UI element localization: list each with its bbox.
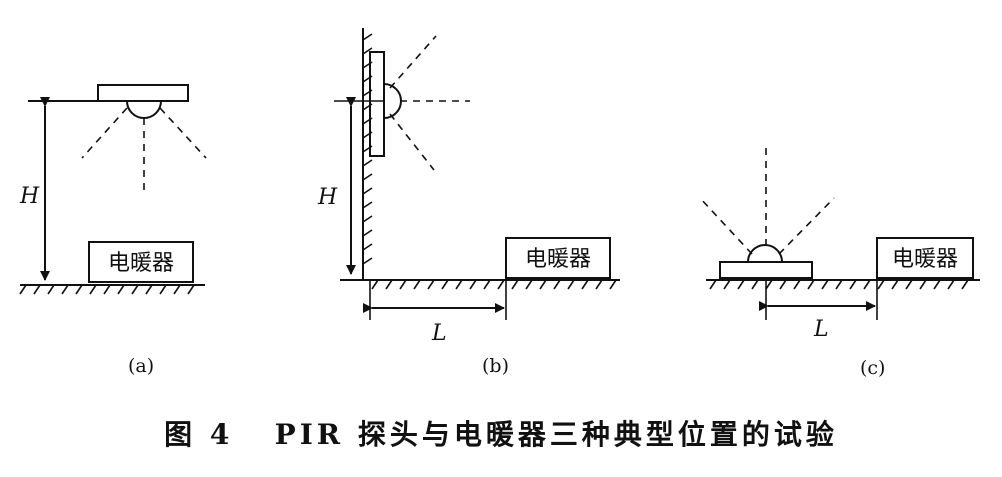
panel-a-label: (a) xyxy=(128,355,154,377)
pir-sensor-plate xyxy=(369,51,385,157)
heater-label: 电暖器 xyxy=(108,251,174,276)
heater-box xyxy=(88,241,194,283)
ground-hatching xyxy=(19,284,195,295)
heater-box xyxy=(505,237,611,279)
height-label: H xyxy=(19,184,40,209)
panel-c-label: (c) xyxy=(860,357,885,379)
detection-line-up xyxy=(389,35,437,89)
detection-line-right xyxy=(159,107,207,159)
pir-sensor-plate xyxy=(97,84,189,102)
heater-label: 电暖器 xyxy=(892,247,958,272)
height-label: H xyxy=(317,185,338,210)
distance-label: L xyxy=(431,321,447,346)
distance-label: L xyxy=(813,317,829,342)
detection-line-down xyxy=(389,113,435,171)
panel-b: H 电暖器 L xyxy=(317,28,620,377)
panel-b-label: (b) xyxy=(482,355,509,377)
panel-a: H 电暖器 (a) xyxy=(19,84,207,377)
figure-caption: 图 4 PIR 探头与电暖器三种典型位置的试验 xyxy=(164,418,838,451)
pir-dome xyxy=(126,100,162,119)
detection-line-left xyxy=(81,107,128,159)
pir-dome xyxy=(383,83,402,119)
detection-line-left xyxy=(699,197,753,255)
heater-label: 电暖器 xyxy=(525,247,591,272)
ground-hatching xyxy=(709,279,969,290)
ground-hatching xyxy=(371,279,617,290)
pir-sensor-plate xyxy=(719,261,813,279)
panel-c: 电暖器 L (c) xyxy=(699,148,980,379)
detection-line-right xyxy=(778,197,835,255)
pir-dome xyxy=(747,244,783,263)
heater-box xyxy=(876,237,974,279)
